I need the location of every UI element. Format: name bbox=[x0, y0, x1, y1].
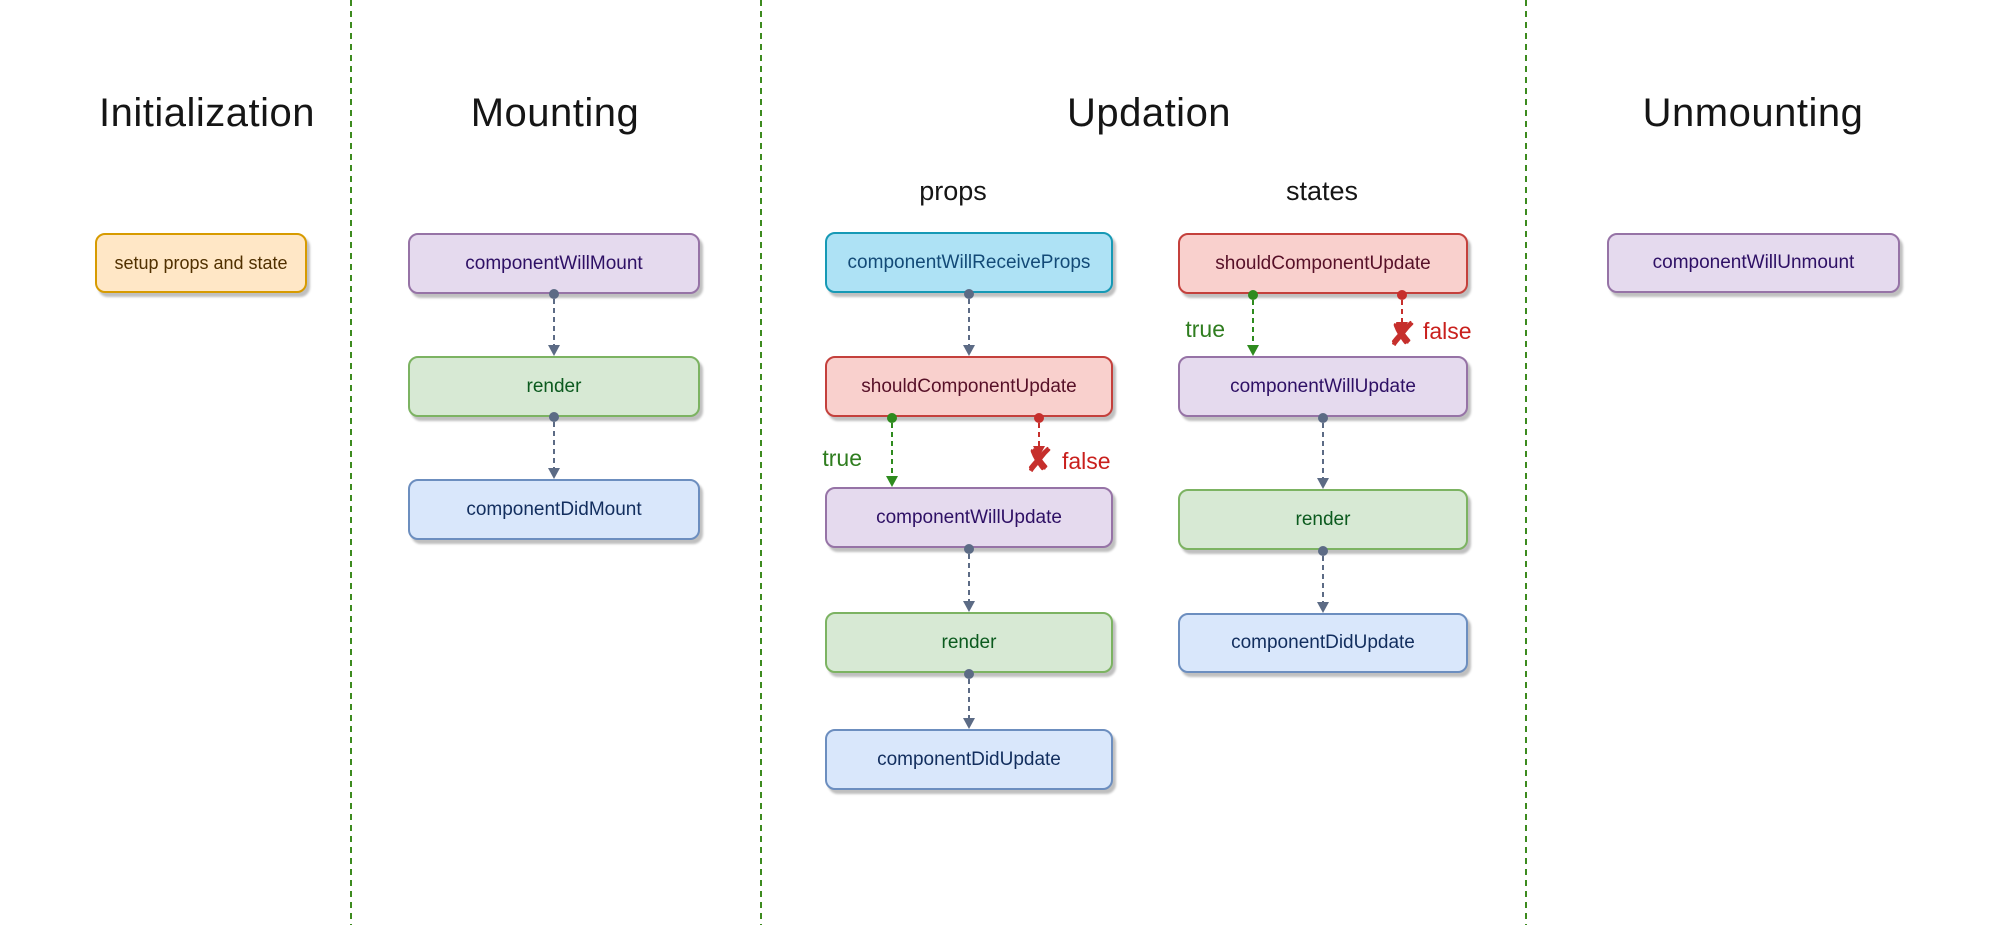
arrowhead-down-icon bbox=[963, 718, 975, 729]
connector-dot-icon bbox=[964, 544, 974, 554]
connector-true-branch-states bbox=[1247, 290, 1259, 356]
node-shouldcomponentupdate-props: shouldComponentUpdate bbox=[825, 356, 1113, 417]
arrowhead-down-icon bbox=[1317, 478, 1329, 489]
connector-dot-icon bbox=[1248, 290, 1258, 300]
connector-line bbox=[968, 679, 970, 719]
connector-render-to-didupdate-props bbox=[963, 669, 975, 729]
arrowhead-down-icon bbox=[963, 345, 975, 356]
connector-false-branch-props bbox=[1033, 413, 1045, 457]
node-componentwillupdate-states: componentWillUpdate bbox=[1178, 356, 1468, 417]
node-shouldcomponentupdate-states: shouldComponentUpdate bbox=[1178, 233, 1468, 294]
connector-line bbox=[968, 299, 970, 346]
connector-dot-icon bbox=[887, 413, 897, 423]
branch-label-false-props: false bbox=[1062, 448, 1111, 474]
connector-true-branch-props bbox=[886, 413, 898, 487]
arrowhead-down-icon bbox=[1317, 602, 1329, 613]
connector-willmount-to-render bbox=[548, 289, 560, 356]
section-title-mounting: Mounting bbox=[470, 91, 640, 135]
node-componentwillmount: componentWillMount bbox=[408, 233, 700, 294]
connector-line bbox=[891, 423, 893, 477]
node-componentdidmount: componentDidMount bbox=[408, 479, 700, 540]
false-x-icon: ✘ bbox=[1387, 315, 1417, 355]
connector-receiveprops-to-shouldupdate bbox=[963, 289, 975, 356]
arrowhead-down-icon bbox=[1033, 446, 1045, 457]
connector-render-to-didupdate-states bbox=[1317, 546, 1329, 613]
node-componentwillreceiveprops: componentWillReceiveProps bbox=[825, 232, 1113, 293]
node-componentdidupdate-props: componentDidUpdate bbox=[825, 729, 1113, 790]
connector-dot-icon bbox=[1318, 413, 1328, 423]
branch-label-true-props: true bbox=[822, 445, 862, 471]
connector-false-branch-states bbox=[1396, 290, 1408, 333]
connector-dot-icon bbox=[549, 412, 559, 422]
arrowhead-down-icon bbox=[963, 601, 975, 612]
section-divider-1 bbox=[350, 0, 352, 925]
subcolumn-label-states: states bbox=[1285, 176, 1359, 206]
branch-label-false-states: false bbox=[1423, 318, 1472, 344]
section-divider-2 bbox=[760, 0, 762, 925]
arrowhead-down-icon bbox=[886, 476, 898, 487]
connector-dot-icon bbox=[964, 289, 974, 299]
section-divider-3 bbox=[1525, 0, 1527, 925]
connector-dot-icon bbox=[1318, 546, 1328, 556]
node-setup-props-and-state: setup props and state bbox=[95, 233, 307, 293]
connector-line bbox=[1322, 423, 1324, 479]
arrowhead-down-icon bbox=[548, 345, 560, 356]
arrowhead-down-icon bbox=[548, 468, 560, 479]
connector-render-to-didmount bbox=[548, 412, 560, 479]
connector-line bbox=[1322, 556, 1324, 603]
connector-line bbox=[553, 422, 555, 469]
node-componentwillupdate-props: componentWillUpdate bbox=[825, 487, 1113, 548]
node-componentdidupdate-states: componentDidUpdate bbox=[1178, 613, 1468, 673]
node-componentwillunmount: componentWillUnmount bbox=[1607, 233, 1900, 293]
connector-dot-icon bbox=[1034, 413, 1044, 423]
section-title-unmounting: Unmounting bbox=[1642, 91, 1864, 135]
false-x-icon: ✘ bbox=[1024, 441, 1054, 481]
node-render-mounting: render bbox=[408, 356, 700, 417]
arrowhead-down-icon bbox=[1247, 345, 1259, 356]
section-title-initialization: Initialization bbox=[98, 91, 315, 135]
connector-willupdate-to-render-props bbox=[963, 544, 975, 612]
connector-line bbox=[1401, 300, 1403, 323]
node-render-props: render bbox=[825, 612, 1113, 673]
connector-dot-icon bbox=[964, 669, 974, 679]
connector-dot-icon bbox=[1397, 290, 1407, 300]
arrowhead-down-icon bbox=[1396, 322, 1408, 333]
connector-line bbox=[553, 299, 555, 346]
connector-line bbox=[968, 554, 970, 602]
node-render-states: render bbox=[1178, 489, 1468, 550]
branch-label-true-states: true bbox=[1185, 316, 1225, 342]
section-title-updation: Updation bbox=[1066, 91, 1232, 135]
connector-willupdate-to-render-states bbox=[1317, 413, 1329, 489]
connector-dot-icon bbox=[549, 289, 559, 299]
connector-line bbox=[1252, 300, 1254, 346]
connector-line bbox=[1038, 423, 1040, 447]
subcolumn-label-props: props bbox=[919, 176, 987, 206]
